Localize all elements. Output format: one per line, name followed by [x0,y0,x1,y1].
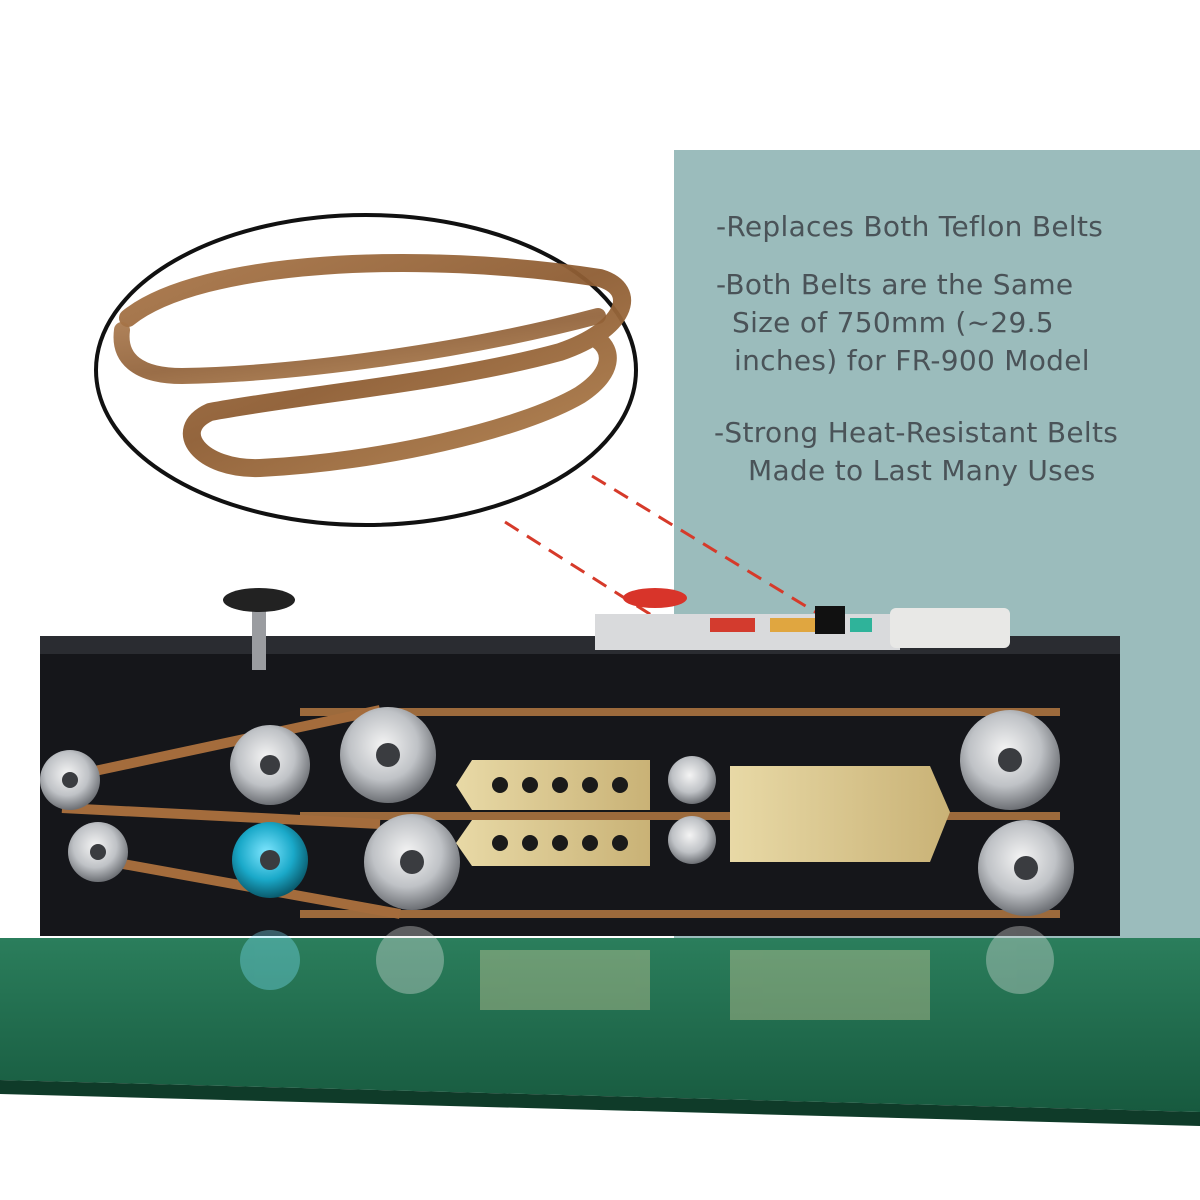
feature-line: inches) for FR-900 Model [734,344,1090,377]
feature-line: -Strong Heat-Resistant Belts [714,416,1119,449]
feature-line: Made to Last Many Uses [748,454,1096,487]
feature-line: -Both Belts are the Same [716,268,1074,301]
feature-belt-size: -Both Belts are the Same Size of 750mm (… [674,266,1200,380]
feature-line: -Replaces Both Teflon Belts [716,210,1104,243]
sealer-machine [40,588,1120,936]
conveyor-belt [0,926,1200,1126]
feature-line: Size of 750mm (~29.5 [732,306,1054,339]
feature-heat-resistant: -Strong Heat-Resistant Belts Made to Las… [674,414,1200,490]
feature-replaces-belts: -Replaces Both Teflon Belts [674,208,1200,246]
belt-callout [94,213,638,527]
